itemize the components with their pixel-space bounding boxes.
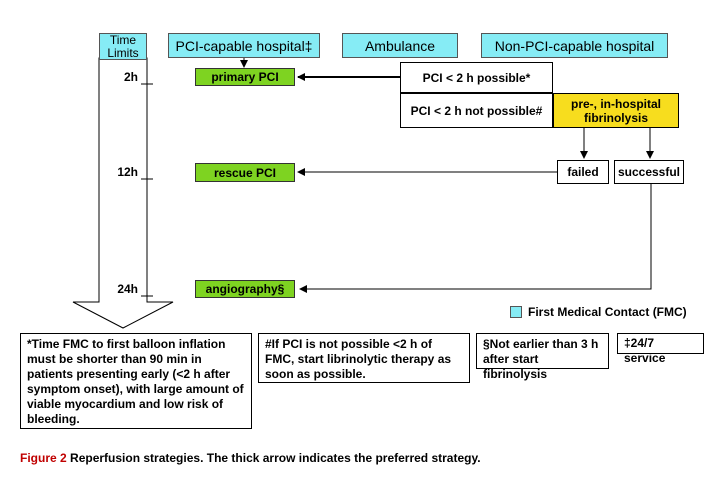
footnote-pci-not-possible: #If PCI is not possible <2 h of FMC, sta… [258, 333, 470, 383]
footnote-pci-not-possible-text: #If PCI is not possible <2 h of FMC, sta… [265, 337, 452, 381]
rescue-pci-box: rescue PCI [195, 163, 295, 182]
time-12h: 12h [117, 165, 138, 179]
footnote-24-7-service: ‡24/7 service [617, 333, 704, 365]
figure-caption-text: Reperfusion strategies. The thick arrow … [70, 451, 481, 465]
successful-box: successful [614, 160, 684, 184]
footnote-not-earlier-text: §Not earlier than 3 h after start fibrin… [483, 337, 599, 381]
time-limits-label: Time Limits [107, 32, 139, 60]
angiography-box: angiography§ [195, 280, 295, 298]
fibrinolysis-box: pre-, in-hospital fibrinolysis [553, 93, 679, 128]
pci-capable-hospital-label: PCI-capable hospital‡ [175, 37, 313, 54]
figure-number: Figure 2 [20, 451, 67, 465]
pci-capable-hospital-box: PCI-capable hospital‡ [168, 33, 320, 58]
angiography-label: angiography§ [205, 282, 285, 296]
rescue-pci-label: rescue PCI [213, 165, 277, 180]
legend: First Medical Contact (FMC) [510, 305, 687, 319]
pci-possible-label: PCI < 2 h possible* [422, 70, 531, 85]
footnote-time-fmc-text: *Time FMC to first balloon inflation mus… [27, 337, 244, 426]
pci-possible-box: PCI < 2 h possible* [400, 62, 553, 93]
primary-pci-label: primary PCI [211, 70, 279, 84]
footnote-time-fmc: *Time FMC to first balloon inflation mus… [20, 333, 252, 429]
non-pci-capable-hospital-box: Non-PCI-capable hospital [481, 33, 668, 58]
time-arrow [72, 57, 174, 329]
failed-box: failed [557, 160, 609, 184]
arrow-to-angiography [299, 183, 652, 293]
primary-pci-box: primary PCI [195, 68, 295, 86]
legend-swatch [510, 306, 522, 318]
pci-not-possible-box: PCI < 2 h not possible# [400, 93, 553, 128]
footnote-24-7-service-text: ‡24/7 service [624, 336, 666, 365]
figure-caption: Figure 2 Reperfusion strategies. The thi… [20, 451, 481, 465]
fibrinolysis-label: pre-, in-hospital fibrinolysis [571, 96, 661, 125]
ambulance-label: Ambulance [364, 37, 436, 54]
ambulance-box: Ambulance [342, 33, 458, 58]
legend-label: First Medical Contact (FMC) [528, 305, 687, 319]
non-pci-capable-hospital-label: Non-PCI-capable hospital [494, 37, 655, 54]
time-limits-box: Time Limits [99, 33, 147, 60]
failed-label: failed [567, 165, 599, 179]
successful-label: successful [617, 165, 681, 179]
pci-not-possible-label: PCI < 2 h not possible# [410, 103, 543, 118]
time-2h: 2h [123, 70, 138, 84]
footnote-not-earlier: §Not earlier than 3 h after start fibrin… [476, 333, 609, 381]
time-24h: 24h [117, 282, 138, 296]
